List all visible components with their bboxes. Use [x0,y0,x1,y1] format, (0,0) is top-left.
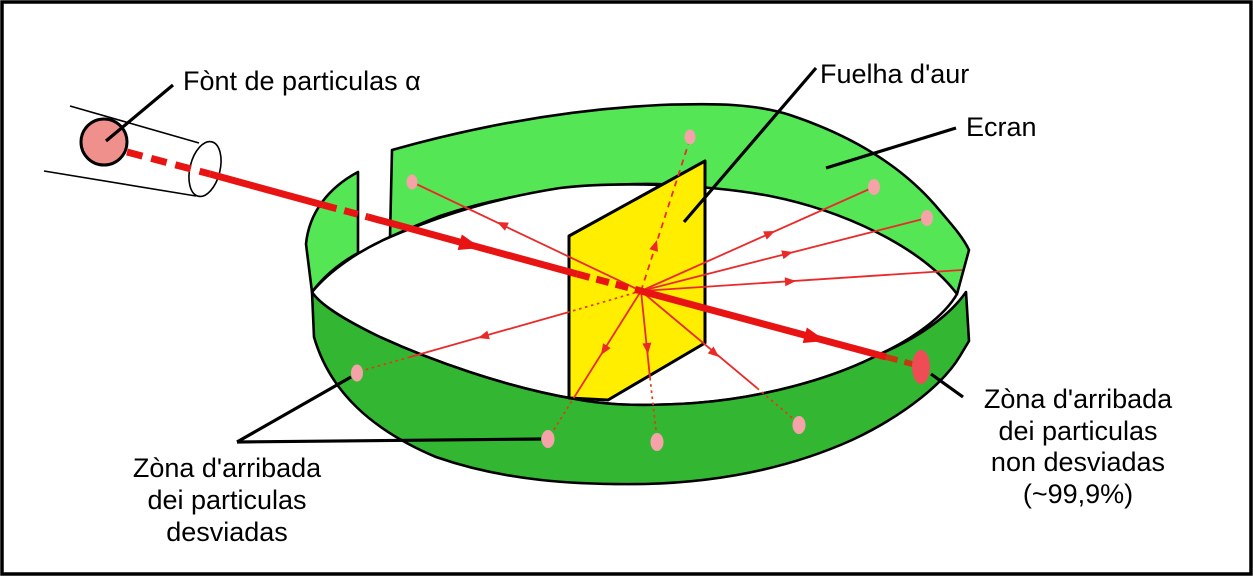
deviated-pointer-line [236,375,352,444]
source-tube [43,105,222,198]
beam-dash-in-tube [126,148,211,178]
ray-arrowheads [478,222,796,357]
undeviated-impact-spot [912,350,930,384]
impact-dot [541,430,555,448]
scattered-ray [411,181,642,292]
scattered-ray [640,186,875,292]
impact-dot [684,129,696,145]
scattered-ray-hidden [649,377,658,440]
beam-dash-in-foil [576,270,642,295]
svg-text:Zòna d'arribada: Zòna d'arribada [984,384,1173,414]
scattered-ray-hidden [756,387,798,423]
impact-dot [921,210,933,226]
scattered-ray [409,311,570,358]
screen-near-wall [310,290,971,486]
svg-text:Zòna d'arribada: Zòna d'arribada [133,453,322,483]
deviated-pointer-line [236,437,542,444]
screen-pointer-line [825,126,957,170]
scattered-ray [640,290,651,379]
scattered-ray-hidden [549,395,576,437]
scattered-ray [640,290,758,389]
scattered-rays-hidden [360,290,798,440]
impact-dots [351,129,933,451]
screen-label: Ecran [966,112,1037,142]
gold-foil [567,159,707,402]
impact-dot [868,179,880,195]
impact-dot [351,364,363,382]
impact-dot [650,433,664,451]
beam-dash-on-screen [885,354,917,368]
svg-text:non desviadas: non desviadas [991,447,1165,477]
scattered-ray [640,269,963,292]
svg-text:dei particulas: dei particulas [147,485,306,515]
scattered-rays [409,138,963,397]
svg-text:dei particulas: dei particulas [998,416,1157,446]
foil-label: Fuelha d'aur [820,59,969,89]
impact-dot [406,174,418,190]
deviated-zone-label: Zòna d'arribada dei particulas desviadas [133,453,322,547]
scattered-ray [640,138,691,292]
undeviated-pointer-line [930,372,964,399]
foil-pointer-line [682,66,818,224]
scattered-ray-hidden [360,356,411,372]
beam-dash-behind-wedge [322,201,369,221]
scattered-ray [574,290,642,397]
beam-arrowheads [457,234,826,343]
scattered-ray-hidden [568,290,642,313]
pointer-lines [104,66,964,444]
alpha-source [79,117,129,167]
beam-solid [209,170,324,209]
beam-solid [640,287,887,361]
undeviated-zone-label: Zòna d'arribada dei particulas non desvi… [984,384,1173,509]
svg-text:(~99,9%): (~99,9%) [1023,479,1133,509]
source-pointer-line [104,83,175,143]
impact-dot [792,416,806,434]
source-label: Fònt de particulas α [183,66,421,96]
svg-text:desviadas: desviadas [166,517,288,547]
